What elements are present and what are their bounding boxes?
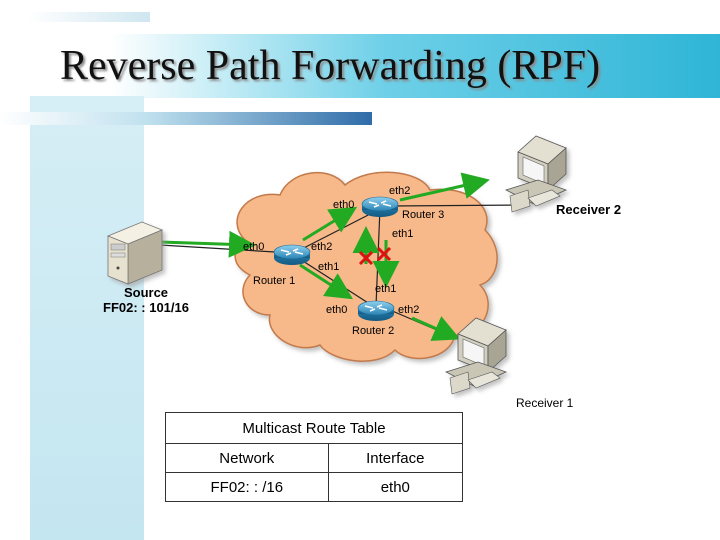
route-table-caption: Multicast Route Table [165, 412, 463, 444]
router-2-eth0-label: eth0 [326, 304, 347, 316]
source-label-line1: Source [124, 285, 168, 300]
arrow-router1-to-router2 [299, 263, 354, 300]
router-1-eth2-label: eth2 [311, 241, 332, 253]
arrow-source-to-router1 [159, 230, 256, 258]
router-3-eth2-label: eth2 [389, 185, 410, 197]
multicast-route-table: Multicast Route Table Network Interface … [165, 412, 464, 502]
rpf-drop-marks [358, 246, 392, 266]
arrow-router2-to-receiver1 [411, 316, 461, 341]
link-router3-receiver2 [389, 204, 531, 207]
router-2-eth2-label: eth2 [398, 304, 419, 316]
receiver-1-label: Receiver 1 [516, 396, 574, 410]
route-table-header-network: Network [165, 443, 329, 473]
router-1-icon [273, 244, 311, 266]
drop-x-icon [376, 246, 392, 262]
decor-mid-bar [0, 112, 372, 125]
source-server-icon [106, 221, 164, 285]
receiver-1-workstation-icon [444, 317, 508, 395]
router-2-eth1-label: eth1 [375, 283, 396, 295]
multicast-flow-arrows [159, 172, 490, 341]
router-3-eth1-label: eth1 [392, 228, 413, 240]
router-3-name-label: Router 3 [402, 209, 444, 221]
router-2-icon [357, 300, 395, 322]
router-1-eth0-label: eth0 [243, 241, 264, 253]
decor-title-bar [110, 34, 720, 98]
arrow-router3-to-receiver2 [399, 172, 490, 202]
router-3-eth0-label: eth0 [333, 199, 354, 211]
receiver-2-label: Receiver 2 [556, 202, 621, 217]
decor-top-left [28, 12, 150, 22]
route-table-cell-network: FF02: : /16 [165, 472, 329, 502]
arrow-router1-to-router3 [302, 206, 358, 242]
router-3-icon [361, 196, 399, 218]
source-label-line2: FF02: : 101/16 [103, 300, 189, 315]
table-row: FF02: : /16 eth0 [165, 472, 464, 502]
route-table-cell-interface: eth0 [327, 472, 464, 502]
router-2-name-label: Router 2 [352, 325, 394, 337]
decor-left-bar [30, 96, 144, 540]
router-1-eth1-label: eth1 [318, 261, 339, 273]
network-cloud [234, 171, 498, 362]
drop-x-icon [358, 250, 374, 266]
router-1-name-label: Router 1 [253, 275, 295, 287]
link-router3-router2 [375, 207, 381, 307]
slide-title: Reverse Path Forwarding (RPF) [60, 43, 601, 89]
route-table-header-interface: Interface [327, 443, 464, 473]
receiver-2-workstation-icon [504, 135, 568, 213]
